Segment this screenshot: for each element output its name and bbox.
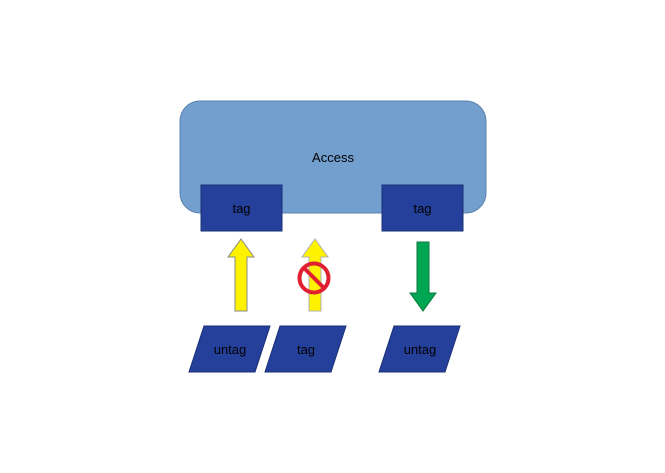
left-tag-port: tag [200, 184, 283, 232]
left-up-arrow [227, 238, 255, 312]
middle-tag-frame-shape [264, 325, 347, 373]
right-untag-frame-label: untag [404, 342, 437, 357]
left-tag-port-label: tag [232, 201, 250, 216]
right-tag-port: tag [381, 184, 464, 232]
middle-tag-frame-label: tag [297, 342, 315, 357]
right-untag-frame-shape [378, 325, 461, 373]
prohibited-icon-ring [297, 261, 331, 295]
middle-tag-frame: tag [264, 325, 347, 373]
right-tag-port-label: tag [413, 201, 431, 216]
left-tag-port-box [200, 184, 283, 232]
middle-up-arrow [301, 238, 329, 312]
left-untag-frame-label: untag [214, 342, 247, 357]
access-label: Access [312, 150, 354, 165]
right-untag-frame: untag [378, 325, 461, 373]
right-tag-port-box [381, 184, 464, 232]
left-untag-frame-shape [188, 325, 271, 373]
prohibited-icon-slash [302, 266, 326, 290]
prohibited-icon [297, 261, 331, 295]
right-down-arrow [409, 241, 437, 312]
left-untag-frame: untag [188, 325, 271, 373]
